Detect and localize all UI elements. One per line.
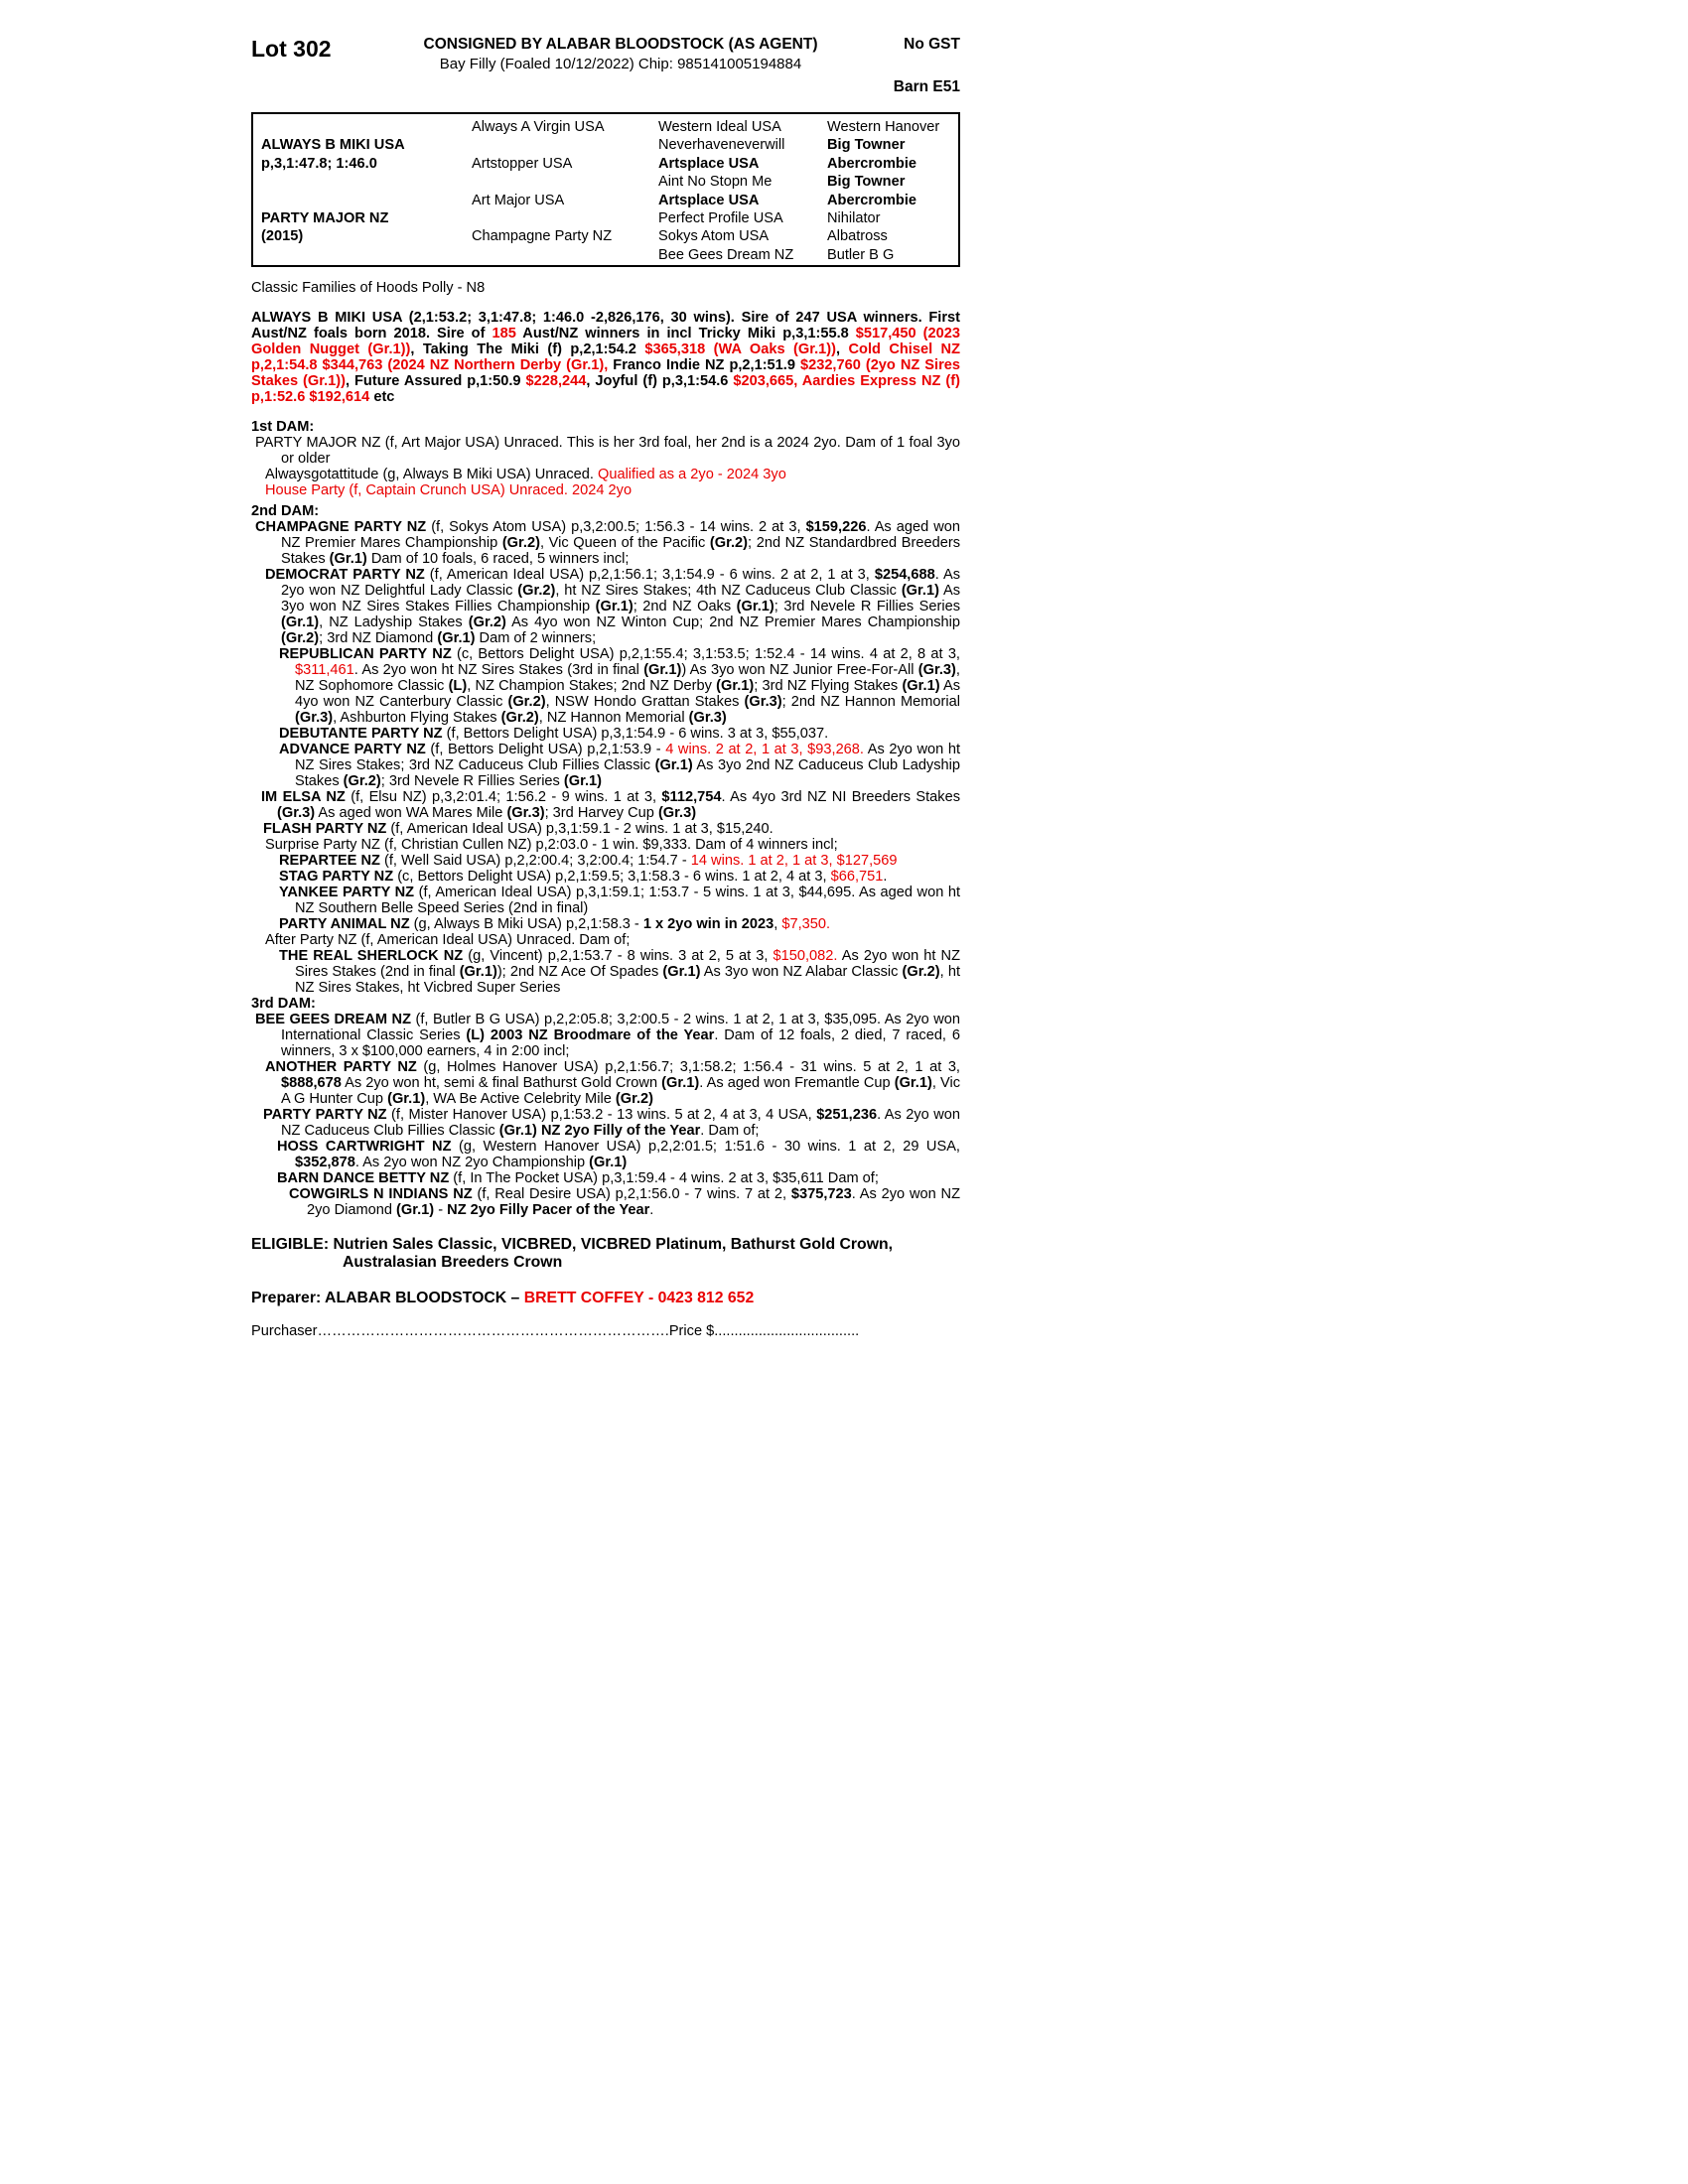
pedigree-cell: p,3,1:47.8; 1:46.0 bbox=[261, 155, 377, 172]
horse-description: Bay Filly (Foaled 10/12/2022) Chip: 9851… bbox=[439, 56, 802, 72]
pedigree-cell: Artsplace USA bbox=[658, 192, 760, 208]
header: Lot 302 CONSIGNED BY ALABAR BLOODSTOCK (… bbox=[251, 36, 960, 96]
pedigree-body: ALWAYS B MIKI USA (2,1:53.2; 3,1:47.8; 1… bbox=[251, 310, 960, 1339]
pedigree-cell: Western Hanover bbox=[827, 119, 940, 135]
pedigree-cell: Albatross bbox=[827, 228, 888, 245]
eligible: ELIGIBLE: Nutrien Sales Classic, VICBRED… bbox=[251, 1236, 894, 1271]
stag-party: STAG PARTY NZ (c, Bettors Delight USA) p… bbox=[279, 869, 888, 885]
barn-label: Barn E51 bbox=[893, 78, 960, 95]
pedigree-cell: (2015) bbox=[261, 228, 304, 245]
barn-dance-betty: BARN DANCE BETTY NZ (f, In The Pocket US… bbox=[277, 1170, 879, 1186]
cowgirls-n-indians: COWGIRLS N INDIANS NZ (f, Real Desire US… bbox=[289, 1186, 960, 1218]
pedigree-cell: Artsplace USA bbox=[658, 155, 760, 172]
lot-number: Lot 302 bbox=[251, 36, 332, 62]
alwaysgotattitude: Alwaysgotattitude (g, Always B Miki USA)… bbox=[265, 467, 786, 482]
pedigree-cell: ALWAYS B MIKI USA bbox=[261, 137, 405, 154]
sire-summary: ALWAYS B MIKI USA (2,1:53.2; 3,1:47.8; 1… bbox=[251, 310, 961, 405]
heading-1st-dam: 1st DAM: bbox=[251, 419, 315, 435]
republican-party: REPUBLICAN PARTY NZ (c, Bettors Delight … bbox=[279, 646, 960, 726]
pedigree-cell: Artstopper USA bbox=[472, 155, 573, 172]
pedigree-cell: Aint No Stopn Me bbox=[658, 174, 773, 191]
pedigree-cell: Neverhaveneverwill bbox=[658, 137, 785, 154]
pedigree-cell: PARTY MAJOR NZ bbox=[261, 210, 389, 226]
im-elsa: IM ELSA NZ (f, Elsu NZ) p,3,2:01.4; 1:56… bbox=[261, 789, 960, 821]
democrat-party: DEMOCRAT PARTY NZ (f, American Ideal USA… bbox=[265, 567, 961, 646]
pedigree-cell: Abercrombie bbox=[827, 192, 917, 208]
pedigree-cell: Bee Gees Dream NZ bbox=[658, 246, 794, 263]
pedigree-cell: Big Towner bbox=[827, 137, 906, 154]
debutante-party: DEBUTANTE PARTY NZ (f, Bettors Delight U… bbox=[279, 726, 829, 742]
pedigree-cell: Butler B G bbox=[827, 246, 895, 263]
hoss-cartwright: HOSS CARTWRIGHT NZ (g, Western Hanover U… bbox=[277, 1139, 960, 1170]
purchaser-line: Purchaser……………………………………………………………….Price … bbox=[251, 1323, 860, 1339]
pedigree-cell: Western Ideal USA bbox=[658, 119, 781, 135]
surprise-party: Surprise Party NZ (f, Christian Cullen N… bbox=[265, 837, 838, 853]
pedigree-cell: Abercrombie bbox=[827, 155, 917, 172]
pedigree-cell: Art Major USA bbox=[472, 192, 565, 208]
party-party: PARTY PARTY NZ (f, Mister Hanover USA) p… bbox=[263, 1107, 960, 1139]
family-tagline: Classic Families of Hoods Polly - N8 bbox=[251, 280, 486, 296]
pedigree-cell: Sokys Atom USA bbox=[658, 228, 770, 245]
pedigree-cell: Champagne Party NZ bbox=[472, 228, 613, 245]
party-animal: PARTY ANIMAL NZ (g, Always B Miki USA) p… bbox=[279, 916, 831, 932]
pedigree-cell: Big Towner bbox=[827, 174, 906, 191]
party-major: PARTY MAJOR NZ (f, Art Major USA) Unrace… bbox=[255, 435, 960, 467]
pedigree-cell: Nihilator bbox=[827, 210, 881, 226]
another-party: ANOTHER PARTY NZ (g, Holmes Hanover USA)… bbox=[265, 1059, 960, 1107]
heading-3rd-dam: 3rd DAM: bbox=[251, 996, 316, 1012]
house-party: House Party (f, Captain Crunch USA) Unra… bbox=[265, 482, 633, 498]
preparer: Preparer: ALABAR BLOODSTOCK – BRETT COFF… bbox=[251, 1290, 755, 1306]
advance-party: ADVANCE PARTY NZ (f, Bettors Delight USA… bbox=[279, 742, 961, 789]
the-real-sherlock: THE REAL SHERLOCK NZ (g, Vincent) p,2,1:… bbox=[279, 948, 960, 996]
heading-2nd-dam: 2nd DAM: bbox=[251, 503, 320, 519]
pedigree-cell: Perfect Profile USA bbox=[658, 210, 783, 226]
flash-party: FLASH PARTY NZ (f, American Ideal USA) p… bbox=[263, 821, 774, 837]
after-party: After Party NZ (f, American Ideal USA) U… bbox=[265, 932, 631, 948]
gst-flag: No GST bbox=[904, 36, 960, 53]
pedigree-cell: Always A Virgin USA bbox=[472, 119, 605, 135]
consignor-line: CONSIGNED BY ALABAR BLOODSTOCK (AS AGENT… bbox=[423, 36, 818, 53]
repartee: REPARTEE NZ (f, Well Said USA) p,2,2:00.… bbox=[279, 853, 898, 869]
champagne-party: CHAMPAGNE PARTY NZ (f, Sokys Atom USA) p… bbox=[255, 519, 960, 567]
bee-gees-dream: BEE GEES DREAM NZ (f, Butler B G USA) p,… bbox=[255, 1012, 960, 1059]
yankee-party: YANKEE PARTY NZ (f, American Ideal USA) … bbox=[279, 885, 961, 916]
page-content: Lot 302 CONSIGNED BY ALABAR BLOODSTOCK (… bbox=[251, 36, 960, 1339]
